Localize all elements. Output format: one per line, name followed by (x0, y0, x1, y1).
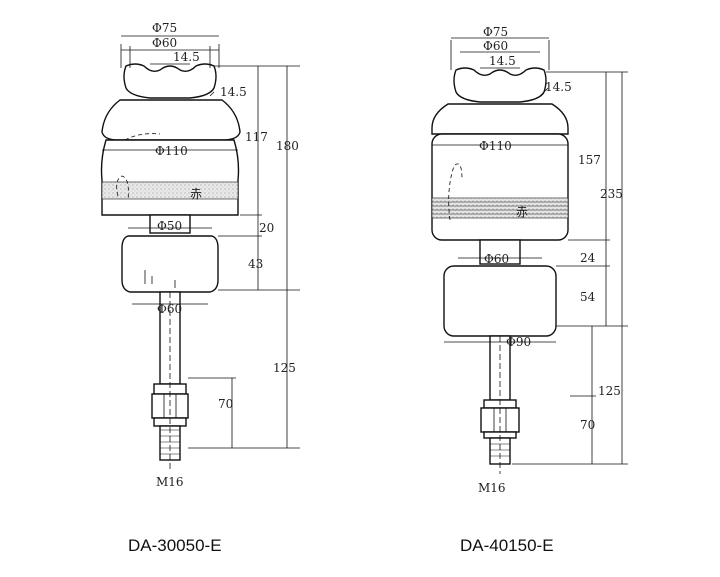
right-d-neck: Φ60 (484, 252, 509, 266)
right-groove: 14.5 (489, 54, 516, 68)
right-h-bolt: 125 (598, 384, 621, 398)
left-mark: 赤 (190, 187, 202, 201)
right-d-shed: Φ110 (479, 139, 512, 153)
left-groove: 14.5 (173, 50, 200, 64)
right-d-top-outer: Φ75 (483, 25, 508, 39)
left-h-cap: 43 (248, 257, 263, 271)
right-thread-size: M16 (478, 481, 506, 495)
right-h-thread: 70 (580, 418, 595, 432)
left-model-caption: DA-30050-E (128, 536, 222, 555)
left-d-neck: Φ50 (157, 219, 182, 233)
right-h-cap: 54 (580, 290, 596, 304)
left-groove-side: 14.5 (220, 85, 247, 99)
right-h-neck: 24 (580, 251, 596, 265)
left-d-base: Φ60 (157, 302, 182, 316)
left-labels: Φ75 Φ60 14.5 14.5 Φ110 赤 Φ50 Φ60 117 180… (128, 21, 299, 555)
left-insulator (100, 35, 300, 470)
right-mark: 赤 (516, 205, 528, 219)
left-d-shed: Φ110 (155, 144, 188, 158)
right-insulator (431, 37, 628, 474)
right-d-top-inner: Φ60 (483, 39, 508, 53)
right-groove-side: 14.5 (545, 80, 572, 94)
left-h-bolt: 125 (273, 361, 296, 375)
right-h-total: 235 (600, 187, 623, 201)
left-d-top-inner: Φ60 (152, 36, 177, 50)
right-labels: Φ75 Φ60 14.5 14.5 Φ110 赤 Φ60 Φ90 157 235… (460, 25, 623, 555)
left-thread-size: M16 (156, 475, 184, 489)
left-h-thread: 70 (218, 397, 233, 411)
right-h-head: 157 (578, 153, 601, 167)
left-d-top-outer: Φ75 (152, 21, 177, 35)
left-h-neck: 20 (259, 221, 274, 235)
left-h-total: 180 (276, 139, 299, 153)
right-model-caption: DA-40150-E (460, 536, 554, 555)
right-d-base: Φ90 (506, 335, 531, 349)
left-h-head: 117 (245, 130, 268, 144)
